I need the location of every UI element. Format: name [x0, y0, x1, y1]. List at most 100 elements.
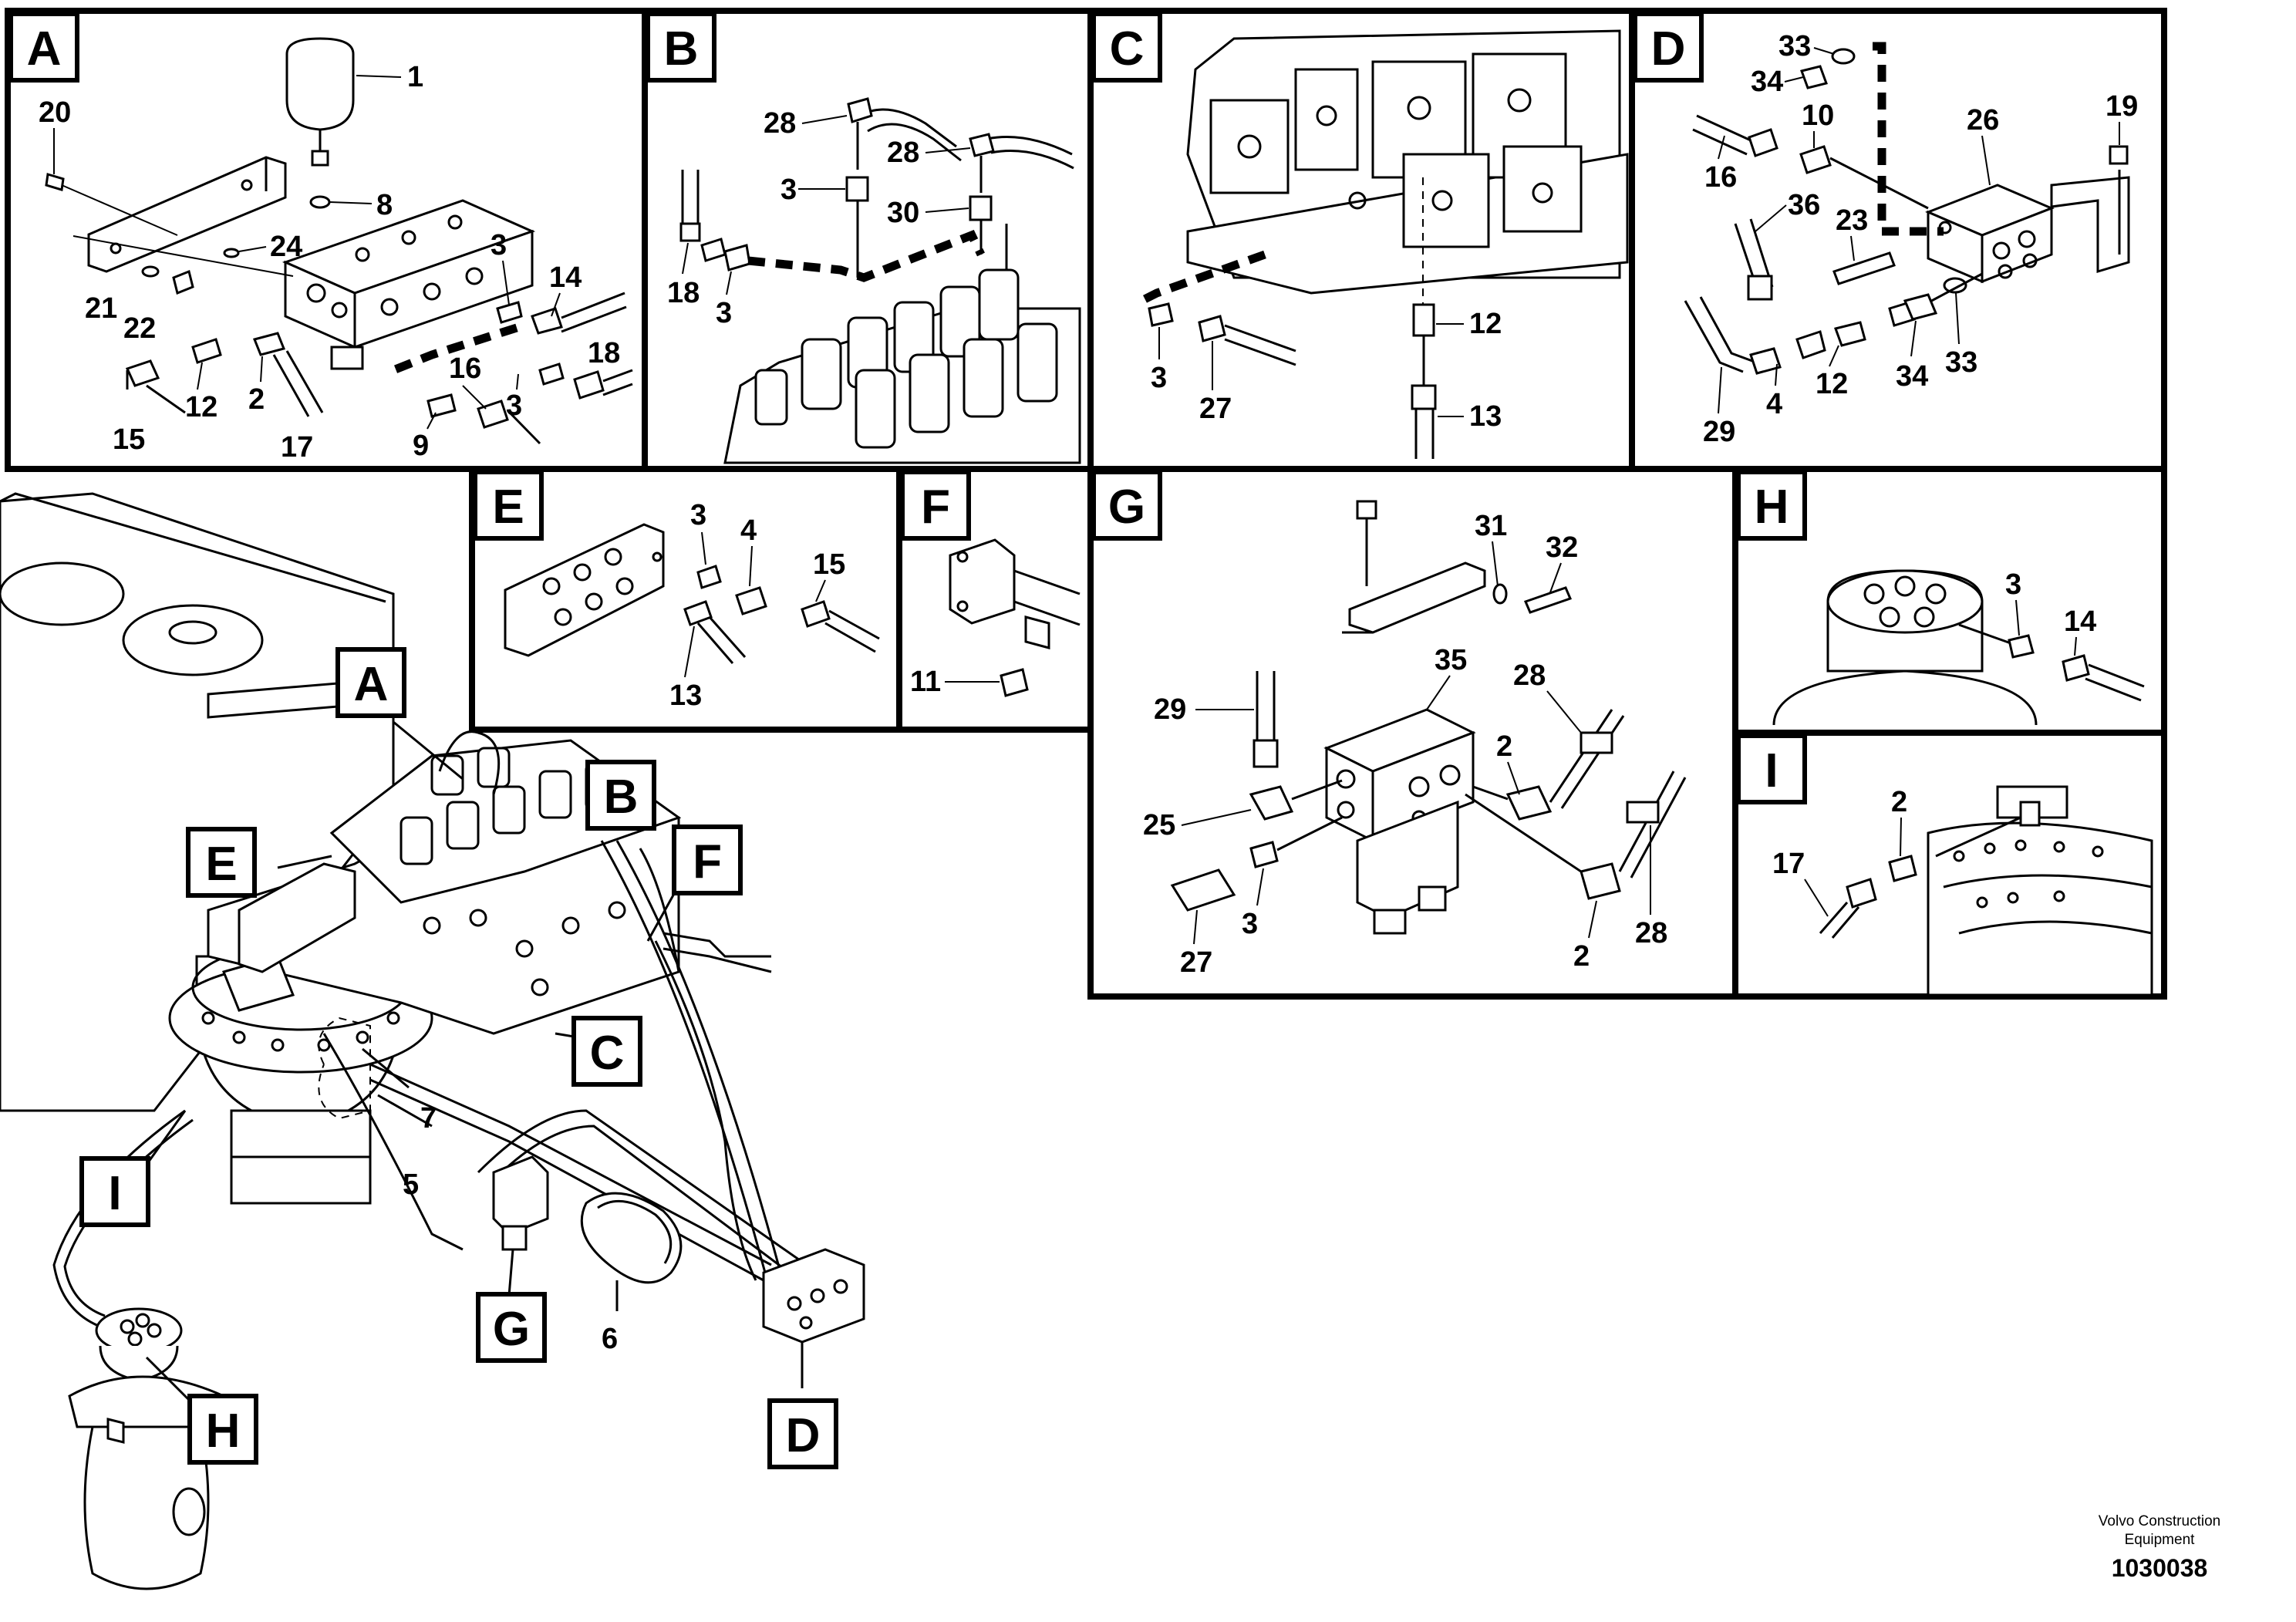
callout-g-29: 29 — [1154, 693, 1186, 726]
callout-a-3b: 3 — [506, 389, 522, 422]
callout-g-32: 32 — [1546, 531, 1578, 564]
callout-i-17: 17 — [1772, 848, 1805, 880]
callout-d-10: 10 — [1802, 99, 1834, 132]
overview-view-f-label: F — [672, 824, 743, 895]
callout-overview-6: 6 — [602, 1323, 618, 1355]
panel-b-letter: B — [664, 22, 699, 76]
svg-text:D: D — [786, 1409, 821, 1462]
panel-h-label: H — [1736, 470, 1807, 541]
callout-a-17: 17 — [281, 431, 313, 464]
panel-h-drawing — [1772, 569, 2145, 726]
callout-a-15: 15 — [113, 423, 145, 456]
callout-b-28a: 28 — [764, 107, 796, 140]
callout-g-2a: 2 — [1496, 730, 1512, 763]
svg-text:E: E — [205, 838, 237, 891]
callout-a-9: 9 — [413, 430, 429, 462]
panel-d-drawing — [1684, 42, 2130, 375]
callout-i-2: 2 — [1891, 786, 1907, 818]
callout-b-30: 30 — [887, 197, 919, 229]
panel-g-letter: G — [1108, 481, 1145, 534]
callout-f-11: 11 — [910, 666, 941, 698]
callout-c-3: 3 — [1151, 362, 1167, 394]
panel-c-letter: C — [1110, 22, 1145, 76]
panel-i-drawing — [1819, 785, 2153, 996]
footer-figure-id: 1030038 — [2112, 1554, 2208, 1582]
svg-text:F: F — [693, 835, 722, 889]
callout-b-3b: 3 — [716, 297, 732, 329]
svg-text:H: H — [206, 1404, 241, 1458]
callout-a-12: 12 — [185, 391, 217, 423]
callout-d-12: 12 — [1816, 368, 1848, 400]
callout-b-18: 18 — [667, 277, 700, 309]
callout-h-14: 14 — [2064, 605, 2096, 638]
overview-view-a-label: A — [335, 647, 406, 718]
callout-d-34a: 34 — [1751, 66, 1783, 98]
panel-a-letter: A — [27, 22, 62, 76]
callout-overview-7: 7 — [420, 1102, 437, 1135]
panel-d-frame — [1629, 8, 2167, 472]
callout-a-22: 22 — [123, 312, 156, 345]
callout-d-26: 26 — [1967, 104, 1999, 137]
callout-g-31: 31 — [1475, 510, 1507, 542]
svg-text:I: I — [108, 1167, 121, 1220]
panel-f-letter: F — [921, 481, 950, 534]
callout-overview-5: 5 — [403, 1168, 419, 1201]
callout-a-1: 1 — [407, 61, 423, 93]
callout-a-3a: 3 — [491, 229, 507, 261]
panel-e-drawing — [504, 523, 880, 664]
panel-g-drawing — [1170, 500, 1687, 935]
callout-g-28b: 28 — [1635, 917, 1667, 949]
callout-g-28a: 28 — [1513, 659, 1546, 692]
callout-g-2b: 2 — [1573, 940, 1590, 973]
callout-a-14: 14 — [549, 261, 582, 294]
overview-view-b-label: B — [585, 760, 656, 831]
svg-text:A: A — [354, 658, 389, 711]
callout-d-34b: 34 — [1896, 360, 1928, 393]
panel-a-drawing — [45, 37, 633, 445]
callout-c-27: 27 — [1199, 393, 1232, 425]
callout-a-8: 8 — [376, 189, 393, 221]
callout-g-25: 25 — [1143, 809, 1175, 841]
panel-a-label: A — [8, 12, 79, 83]
panel-c-label: C — [1091, 12, 1162, 83]
overview-view-c-label: C — [571, 1016, 642, 1087]
overview-view-h-label: H — [187, 1394, 258, 1465]
overview-view-i-label: I — [79, 1156, 150, 1227]
callout-a-24: 24 — [270, 231, 302, 263]
panel-f-drawing — [949, 538, 1081, 697]
callout-d-23: 23 — [1836, 204, 1868, 237]
callout-c-13: 13 — [1469, 400, 1502, 433]
svg-text:B: B — [604, 771, 639, 824]
panel-c-drawing — [1139, 29, 1629, 459]
panel-b-label: B — [646, 12, 716, 83]
callout-d-16: 16 — [1704, 161, 1737, 194]
callout-h-3: 3 — [2005, 568, 2021, 601]
callout-d-29: 29 — [1703, 416, 1735, 448]
callout-d-33a: 33 — [1778, 30, 1811, 62]
panel-f-label: F — [900, 470, 971, 541]
callout-e-13: 13 — [669, 679, 702, 712]
panel-i-label: I — [1736, 733, 1807, 804]
callout-c-12: 12 — [1469, 308, 1502, 340]
callout-b-28b: 28 — [887, 137, 919, 169]
callout-a-16: 16 — [449, 352, 481, 385]
panel-i-letter: I — [1765, 744, 1778, 798]
svg-text:G: G — [493, 1303, 530, 1356]
panel-e-label: E — [473, 470, 544, 541]
callout-d-33b: 33 — [1945, 346, 1977, 379]
callout-e-3: 3 — [690, 499, 706, 531]
panel-h-letter: H — [1755, 481, 1789, 534]
panel-e-letter: E — [492, 481, 524, 534]
callout-a-20: 20 — [39, 96, 71, 129]
callout-a-21: 21 — [85, 292, 117, 325]
callout-a-2: 2 — [248, 383, 265, 416]
footer-company-line1: Volvo Construction — [2099, 1513, 2220, 1529]
callout-d-36: 36 — [1788, 189, 1820, 221]
overview-machine-drawing — [0, 492, 865, 1590]
panel-g-label: G — [1091, 470, 1162, 541]
overview-view-d-label: D — [767, 1398, 838, 1469]
callout-e-4: 4 — [740, 514, 757, 547]
overview-view-g-label: G — [476, 1292, 547, 1363]
callout-a-18: 18 — [588, 337, 620, 369]
